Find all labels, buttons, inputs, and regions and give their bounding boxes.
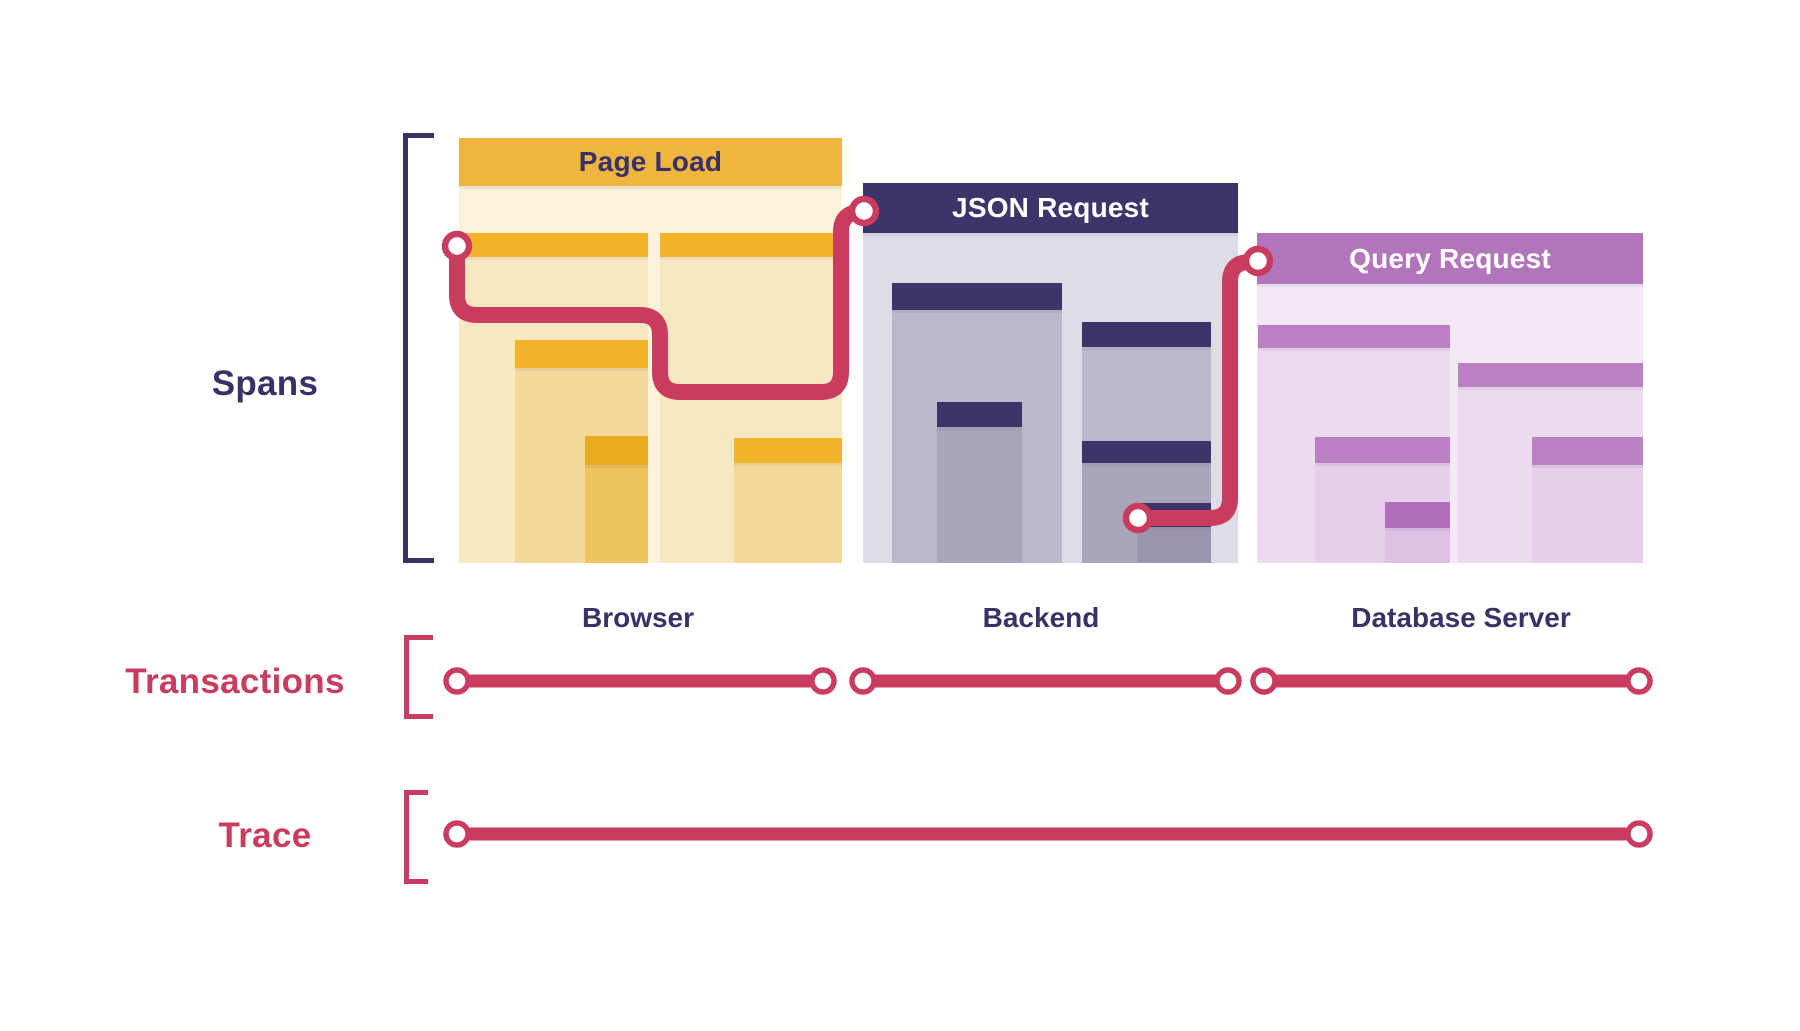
pageload-grandchild2-span-header: [734, 438, 842, 463]
jsonrequest-grandchild1-span-header: [937, 402, 1022, 427]
jsonrequest-child2-span-header: [1082, 322, 1211, 347]
jsonrequest-grandchild1-span-body: [937, 427, 1022, 563]
service-label-backend: Backend: [982, 602, 1100, 633]
queryrequest-child2-span-header: [1458, 363, 1643, 387]
jsonrequest-title: JSON Request: [952, 192, 1149, 223]
jsonrequest-root-span-header: [863, 183, 1238, 233]
jsonrequest-deep-span-body: [1137, 527, 1211, 563]
trace-endpoint-end: [1625, 820, 1653, 848]
transaction-endpoint: [849, 667, 877, 695]
service-label-browser: Browser: [581, 602, 695, 633]
pageload-deep-span-body: [585, 465, 648, 563]
pageload-grandchild1-span-header: [515, 340, 648, 368]
transactions-bracket: [404, 635, 433, 719]
queryrequest-root-span-header: [1257, 233, 1643, 284]
pageload-child2-span-header: [660, 233, 842, 257]
queryrequest-grandchild1-span-header: [1315, 437, 1450, 463]
pageload-child1-span-header: [459, 233, 648, 257]
transaction-endpoint: [443, 667, 471, 695]
transaction-endpoint: [1250, 667, 1278, 695]
pageload-root-span-header: [459, 138, 842, 186]
queryrequest-title: Query Request: [1349, 242, 1551, 274]
jsonrequest-grandchild2-span-header: [1082, 441, 1211, 463]
transaction-endpoint: [1214, 667, 1242, 695]
spans-bracket: [403, 133, 434, 563]
trace-label: Trace: [218, 816, 312, 855]
queryrequest-deep-span-body: [1385, 528, 1450, 563]
pageload-title: Page Load: [578, 146, 723, 177]
queryrequest-deep-span-header: [1385, 502, 1450, 528]
transactions-label: Transactions: [125, 662, 345, 701]
jsonrequest-child1-span-header: [892, 283, 1062, 310]
jsonrequest-deep-span-header: [1137, 503, 1211, 527]
service-label-database-server: Database Server: [1351, 602, 1571, 633]
pageload-deep-span-header: [585, 436, 648, 465]
queryrequest-child1-span-header: [1258, 325, 1450, 348]
trace-bracket: [404, 790, 428, 884]
queryrequest-grandchild2-span-header: [1532, 437, 1643, 465]
trace-endpoint-start: [443, 820, 471, 848]
pageload-grandchild2-span-body: [734, 463, 842, 563]
transaction-endpoint: [809, 667, 837, 695]
queryrequest-grandchild2-span-body: [1532, 465, 1643, 563]
spans-label: Spans: [211, 364, 319, 403]
transaction-endpoint: [1625, 667, 1653, 695]
